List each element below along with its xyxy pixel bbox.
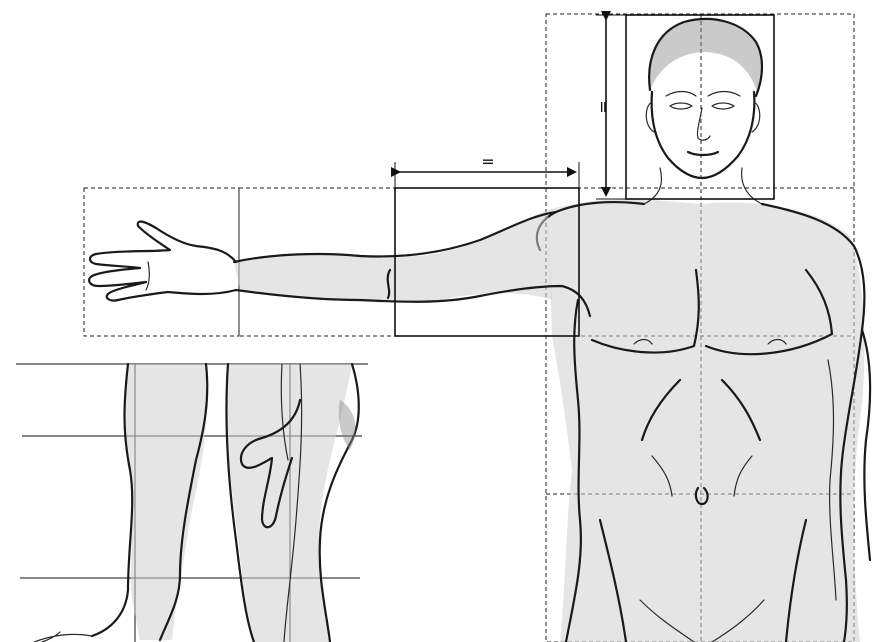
right-leg-shading (227, 364, 352, 642)
brow-right (708, 92, 740, 97)
head (646, 19, 762, 178)
left-foot (34, 632, 92, 642)
hand-outline (89, 222, 236, 301)
human-figure-illustration (89, 19, 870, 642)
brow-left (666, 92, 696, 97)
mouth-icon (688, 152, 718, 155)
grid-hand-cell (84, 188, 239, 336)
left-leg-shading (125, 364, 207, 640)
thigh-shadow (339, 400, 356, 450)
hand-palm-crease (146, 262, 149, 290)
head-dimension: = (594, 15, 626, 199)
head-dimension-label: = (594, 100, 613, 113)
legs-illustration (16, 364, 368, 642)
eye-left-icon (670, 103, 692, 109)
face-outline (652, 92, 755, 178)
torso-shading (548, 199, 865, 642)
arm-dimension: = (395, 152, 579, 188)
nose-icon (697, 108, 710, 140)
eye-right-icon (712, 103, 734, 109)
arm-dimension-label: = (481, 152, 494, 171)
